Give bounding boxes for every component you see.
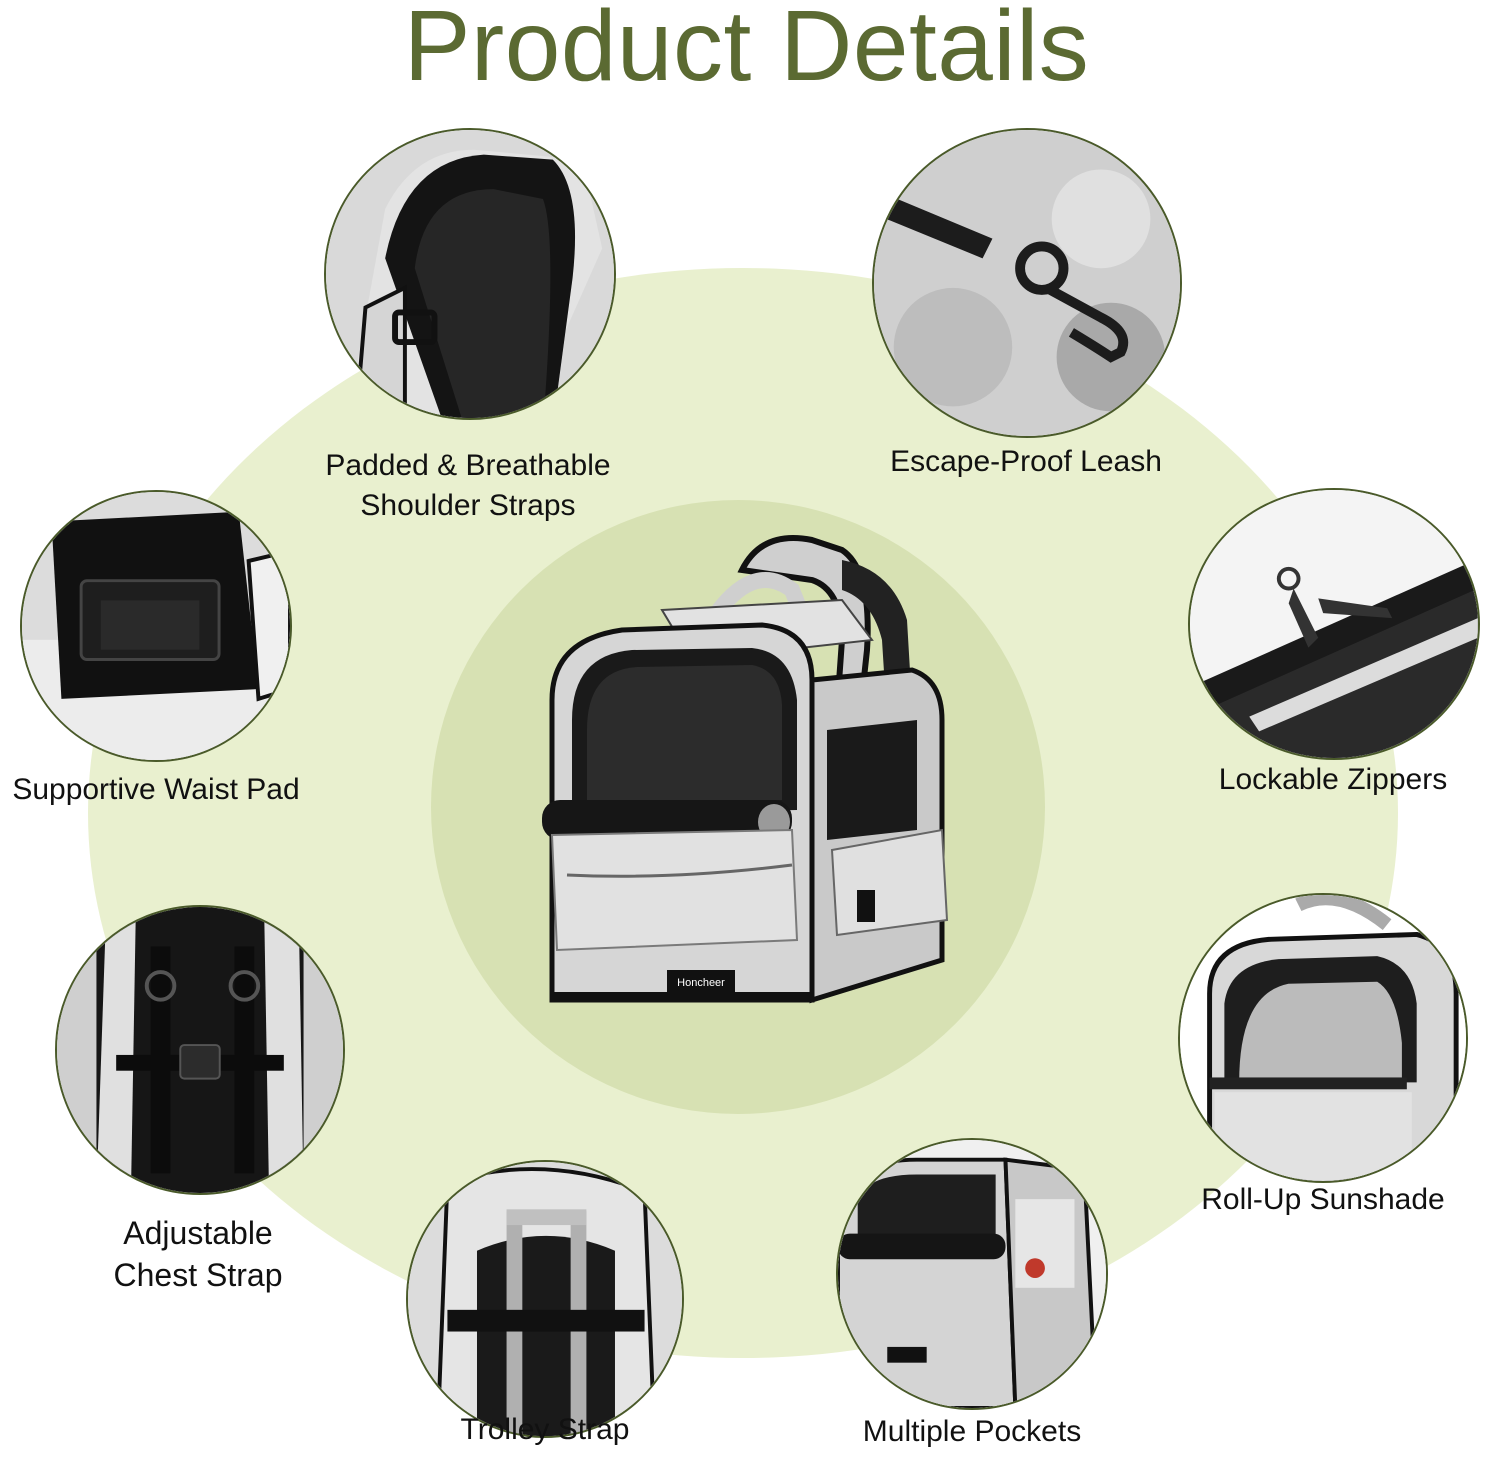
escape-proof-leash-label: Escape-Proof Leash — [890, 445, 1162, 478]
shoulder-straps-label: Padded & Breathable Shoulder Straps — [268, 446, 668, 526]
multiple-pockets-label: Multiple Pockets — [862, 1415, 1082, 1448]
lockable-zippers-image — [1188, 488, 1480, 760]
supportive-waist-pad-label: Supportive Waist Pad — [12, 773, 300, 806]
multiple-pockets-image — [836, 1138, 1108, 1410]
brand-tag-text: Honcheer — [677, 977, 725, 989]
trolley-strap-image — [406, 1160, 684, 1438]
adjustable-chest-strap-label-line1: Adjustable — [123, 1215, 273, 1251]
center-product-image: Honcheer — [512, 530, 982, 1030]
adjustable-chest-strap-label: Adjustable Chest Strap — [48, 1212, 348, 1296]
adjustable-chest-strap-image — [55, 905, 345, 1195]
roll-up-sunshade-label: Roll-Up Sunshade — [1201, 1183, 1445, 1216]
escape-proof-leash-image — [872, 128, 1182, 438]
lockable-zippers-label: Lockable Zippers — [1218, 763, 1448, 796]
adjustable-chest-strap-label-line2: Chest Strap — [113, 1257, 283, 1293]
shoulder-straps-label-line2: Shoulder Straps — [360, 489, 576, 522]
trolley-strap-label: Trolley Strap — [460, 1413, 630, 1446]
shoulder-straps-label-line1: Padded & Breathable — [325, 449, 611, 482]
shoulder-straps-image — [324, 128, 616, 420]
roll-up-sunshade-image — [1178, 893, 1468, 1183]
supportive-waist-pad-image — [20, 490, 292, 762]
page-title: Product Details — [403, 0, 1090, 102]
